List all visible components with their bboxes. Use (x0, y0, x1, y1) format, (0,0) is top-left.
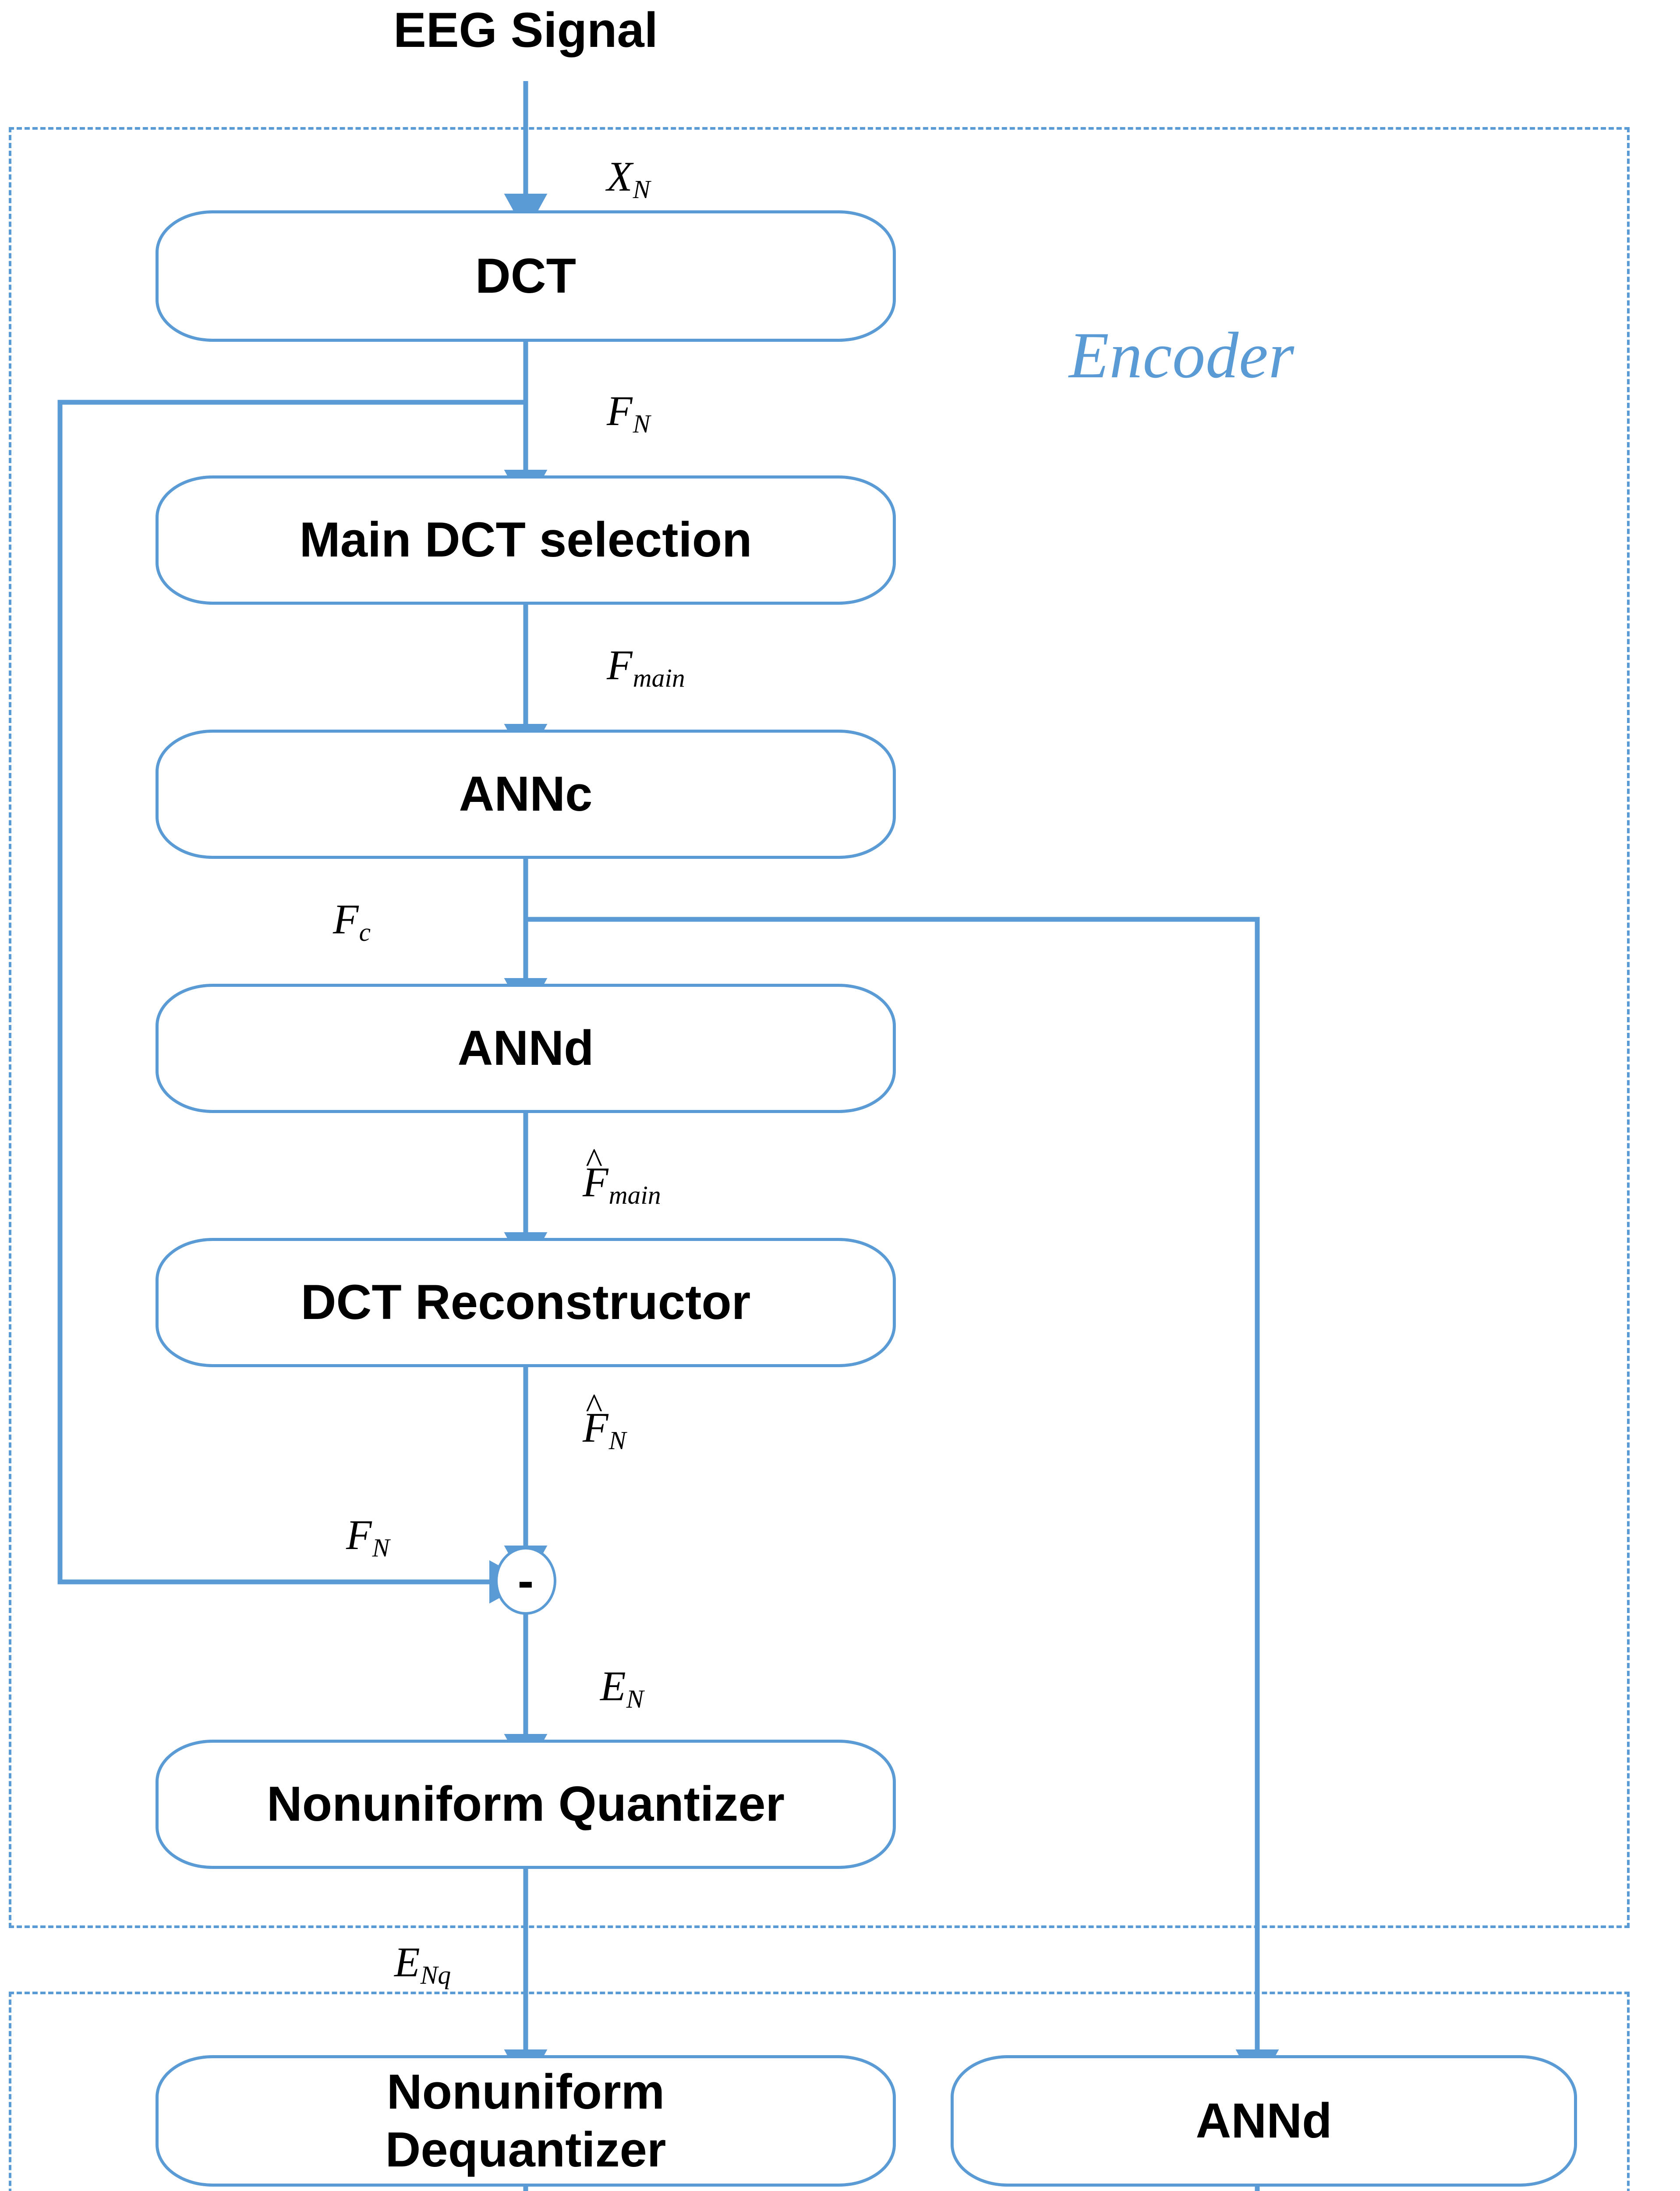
signal-label-e-nq: ENq (394, 1939, 451, 1989)
signal-label-f-main-encoder: Fmain (607, 642, 685, 692)
block-annc[interactable]: ANNc (156, 730, 896, 859)
signal-label-f-n-subtractor-input: FN (346, 1511, 390, 1562)
signal-label-x-n: XN (607, 153, 651, 204)
block-annd-decoder-label: ANNd (1195, 2093, 1332, 2148)
subtractor-sign: - (517, 1554, 534, 1608)
block-annc-label: ANNc (459, 766, 593, 822)
signal-label-e-n: EN (600, 1663, 644, 1713)
signal-label-f-n-top: FN (607, 387, 651, 438)
block-nonuniform-quantizer[interactable]: Nonuniform Quantizer (156, 1740, 896, 1869)
block-annd-encoder-label: ANNd (457, 1021, 594, 1076)
block-nonuniform-dequantizer[interactable]: Nonuniform Dequantizer (156, 2055, 896, 2187)
block-main-dct-selection[interactable]: Main DCT selection (156, 475, 896, 605)
signal-label-f-n-hat-encoder: ^FN (583, 1386, 626, 1455)
block-annd-encoder[interactable]: ANNd (156, 984, 896, 1113)
encoder-region-label: Encoder (1069, 319, 1295, 392)
block-dct-reconstructor-encoder-label: DCT Reconstructor (301, 1275, 751, 1330)
signal-label-f-main-hat-encoder: ^Fmain (583, 1140, 661, 1209)
block-annd-decoder[interactable]: ANNd (951, 2055, 1577, 2187)
subtractor-node[interactable]: - (495, 1547, 556, 1615)
block-dct-reconstructor-encoder[interactable]: DCT Reconstructor (156, 1238, 896, 1367)
signal-label-f-c: Fc (333, 896, 371, 947)
block-dct[interactable]: DCT (156, 210, 896, 342)
block-dct-label: DCT (475, 248, 577, 303)
block-nonuniform-dequantizer-label: Nonuniform Dequantizer (385, 2064, 666, 2177)
block-nonuniform-quantizer-label: Nonuniform Quantizer (266, 1776, 785, 1832)
input-signal-title: EEG Signal (393, 3, 658, 57)
block-main-dct-selection-label: Main DCT selection (299, 512, 752, 567)
